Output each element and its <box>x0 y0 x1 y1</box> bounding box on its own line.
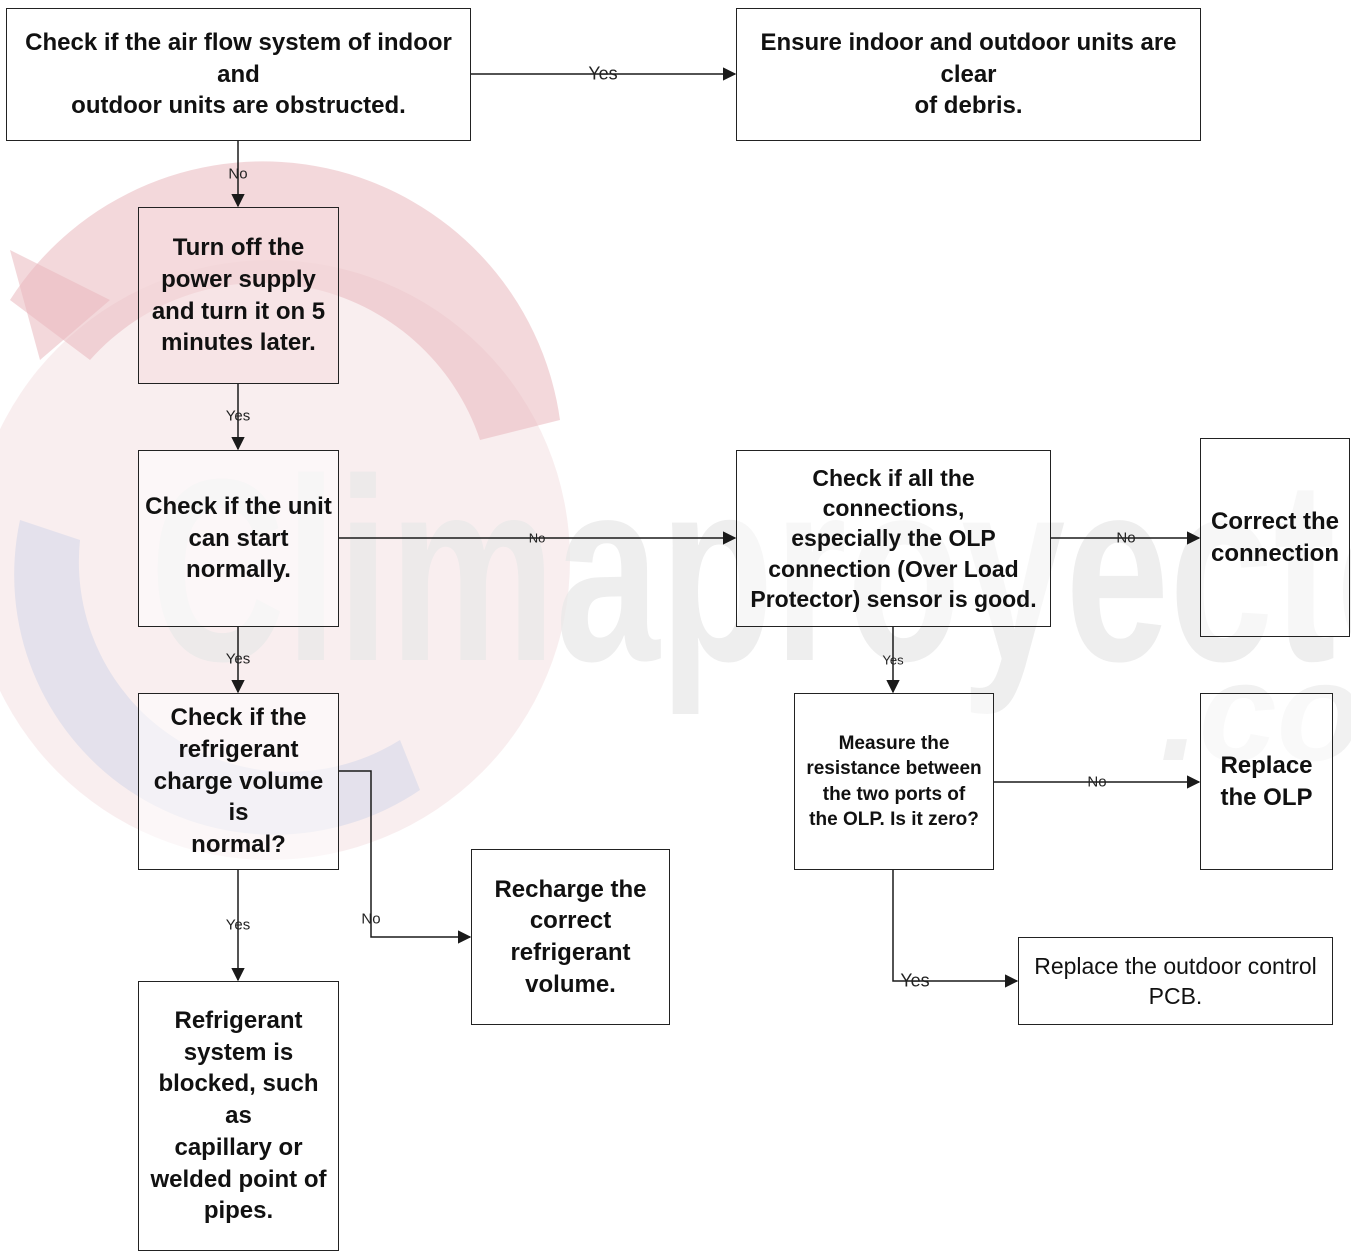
node-recharge: Recharge the correct refrigerant volume. <box>471 849 670 1025</box>
label-connections-no: No <box>1116 529 1136 547</box>
node-correct-connection: Correct the connection <box>1200 438 1350 637</box>
label-measure-yes: Yes <box>900 970 930 991</box>
node-replace-olp: Replace the OLP <box>1200 693 1333 870</box>
label-connections-yes: Yes <box>882 652 904 668</box>
label-airflow-no: No <box>228 165 248 183</box>
node-measure-olp: Measure the resistance between the two p… <box>794 693 994 870</box>
node-check-connections: Check if all the connections, especially… <box>736 450 1051 627</box>
label-airflow-yes: Yes <box>588 63 618 84</box>
label-refrigerant-no: No <box>361 910 381 928</box>
label-refrigerant-yes: Yes <box>225 916 251 934</box>
edge-measure-yes <box>892 870 1019 988</box>
label-start-yes: Yes <box>225 650 251 668</box>
label-measure-no: No <box>1087 773 1107 791</box>
node-power-cycle: Turn off the power supply and turn it on… <box>138 207 339 384</box>
label-power-yes: Yes <box>225 407 251 425</box>
label-start-no: No <box>528 530 546 546</box>
edge-refrigerant-no <box>339 770 472 944</box>
node-check-airflow: Check if the air flow system of indoor a… <box>6 8 471 141</box>
node-clear-debris: Ensure indoor and outdoor units are clea… <box>736 8 1201 141</box>
node-check-refrigerant: Check if the refrigerant charge volume i… <box>138 693 339 870</box>
node-replace-pcb: Replace the outdoor control PCB. <box>1018 937 1333 1025</box>
node-check-start: Check if the unit can start normally. <box>138 450 339 627</box>
node-blocked: Refrigerant system is blocked, such as c… <box>138 981 339 1251</box>
